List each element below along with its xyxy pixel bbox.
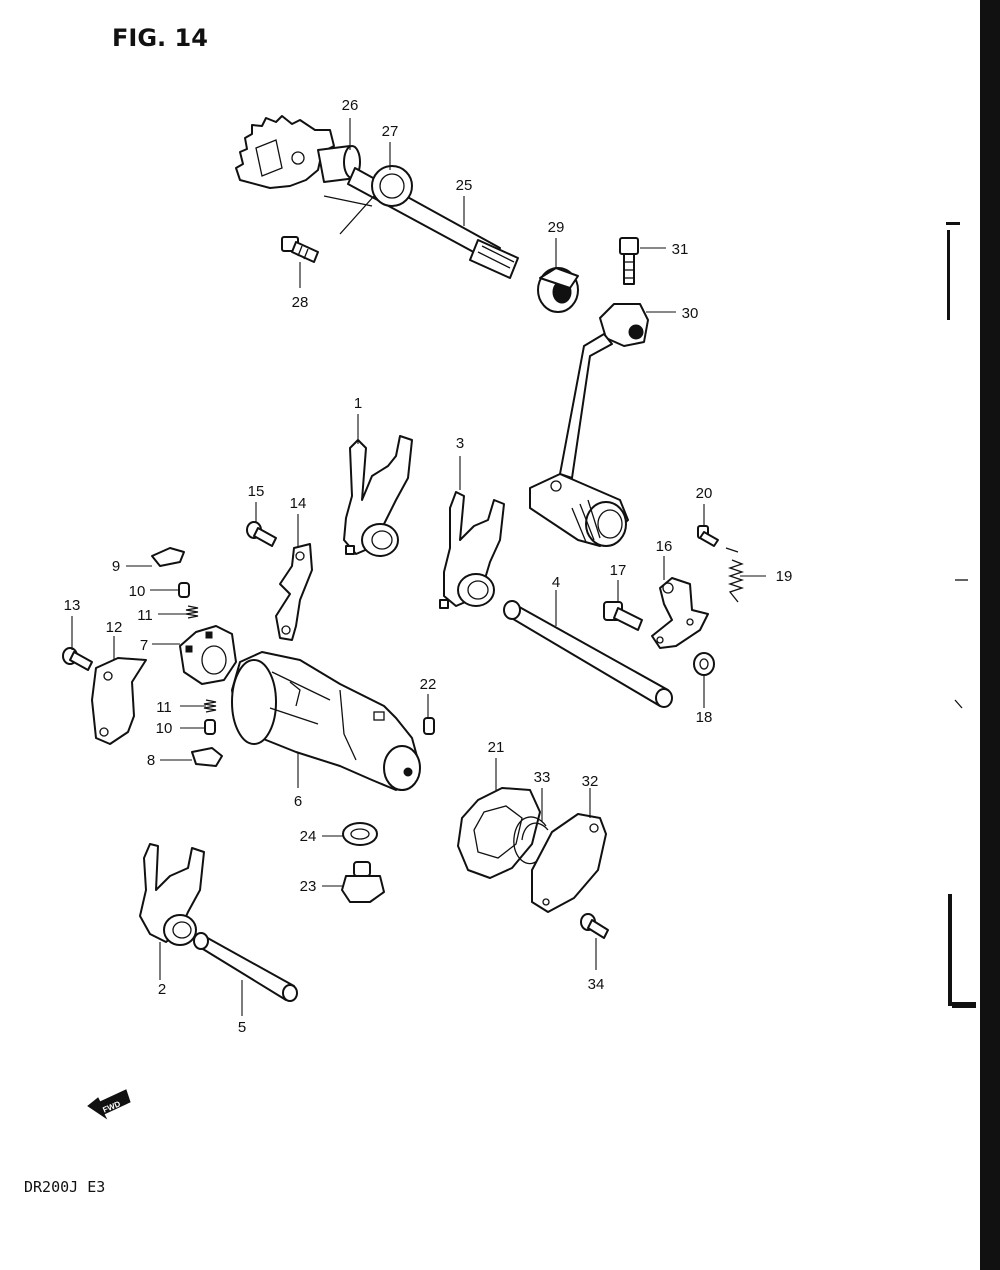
part-5-fork-shaft (193, 932, 298, 1002)
callout-29: 29 (548, 219, 565, 236)
part-29-oil-seal (537, 267, 579, 313)
part-33-circlip (513, 816, 549, 865)
callout-11-upper: 11 (137, 607, 153, 624)
callout-6: 6 (294, 793, 302, 810)
callout-17: 17 (610, 562, 627, 579)
part-8-pawl (191, 747, 223, 767)
callout-33: 33 (534, 769, 551, 786)
callout-18: 18 (696, 709, 713, 726)
part-10-pin-upper (178, 582, 190, 598)
forward-direction-arrow: FWD (87, 1089, 131, 1120)
callout-13: 13 (64, 597, 81, 614)
part-4-fork-shaft (503, 600, 673, 708)
part-14-cam-guide (275, 543, 313, 641)
callout-3: 3 (456, 435, 464, 452)
callout-27: 27 (382, 123, 399, 140)
part-23-neutral-switch (341, 861, 385, 903)
callout-32: 32 (582, 773, 599, 790)
part-22-pin (423, 717, 435, 735)
part-26-gear-sector (235, 115, 361, 189)
scan-edge (980, 0, 1000, 1270)
callout-9: 9 (112, 558, 120, 575)
part-18-washer (693, 652, 715, 676)
callout-11-lower: 11 (156, 699, 172, 716)
part-16-cam-stopper (651, 577, 709, 649)
part-10-pin-lower (204, 719, 216, 735)
callout-30: 30 (682, 305, 699, 322)
part-11-spring-lower (203, 699, 217, 713)
part-27-return-spring (323, 165, 413, 235)
callout-34: 34 (588, 976, 605, 993)
scan-artifacts (946, 222, 976, 1008)
part-19-spring (725, 547, 745, 603)
model-code: DR200J E3 (24, 1178, 105, 1196)
part-30-gearshift-lever (529, 303, 649, 547)
part-20-pin (697, 525, 719, 547)
part-21-cam-driven-gear (457, 787, 541, 879)
callout-2: 2 (158, 981, 166, 998)
part-6-gearshift-cam (231, 651, 421, 791)
callout-10-upper: 10 (129, 583, 146, 600)
callout-28: 28 (292, 294, 309, 311)
callout-4: 4 (552, 574, 560, 591)
callout-10-lower: 10 (156, 720, 173, 737)
callout-19: 19 (776, 568, 793, 585)
callout-21: 21 (488, 739, 505, 756)
callout-22: 22 (420, 676, 437, 693)
part-24-gasket (342, 822, 378, 846)
callout-12: 12 (106, 619, 123, 636)
part-11-spring-upper (185, 605, 199, 619)
callout-1: 1 (354, 395, 362, 412)
callout-25: 25 (456, 177, 473, 194)
callout-23: 23 (300, 878, 317, 895)
callout-14: 14 (290, 495, 307, 512)
callout-24: 24 (300, 828, 317, 845)
part-3-shift-fork (439, 491, 505, 609)
callout-5: 5 (238, 1019, 246, 1036)
callout-7: 7 (140, 637, 148, 654)
callout-26: 26 (342, 97, 359, 114)
callout-labels: 26 27 25 28 29 31 30 1 3 15 14 20 16 17 … (64, 97, 793, 1036)
part-13-screw (62, 647, 93, 671)
part-7-cam-stopper-plate (179, 625, 237, 685)
callout-15: 15 (248, 483, 265, 500)
callout-31: 31 (672, 241, 689, 258)
part-2-shift-fork (139, 843, 205, 946)
part-32-cover (531, 813, 607, 913)
callout-20: 20 (696, 485, 713, 502)
callout-16: 16 (656, 538, 673, 555)
part-34-screw (580, 913, 609, 939)
callout-8: 8 (147, 752, 155, 769)
leader-lines (71, 118, 766, 1016)
part-15-screw (246, 521, 277, 547)
part-1-shift-fork (343, 435, 413, 557)
figure-title: FIG. 14 (112, 24, 208, 52)
part-28-bolt (281, 236, 319, 263)
part-12-cam-stopper (91, 657, 147, 745)
part-17-bolt (603, 601, 643, 631)
part-9-pawl (151, 547, 185, 567)
part-31-bolt (619, 237, 639, 285)
